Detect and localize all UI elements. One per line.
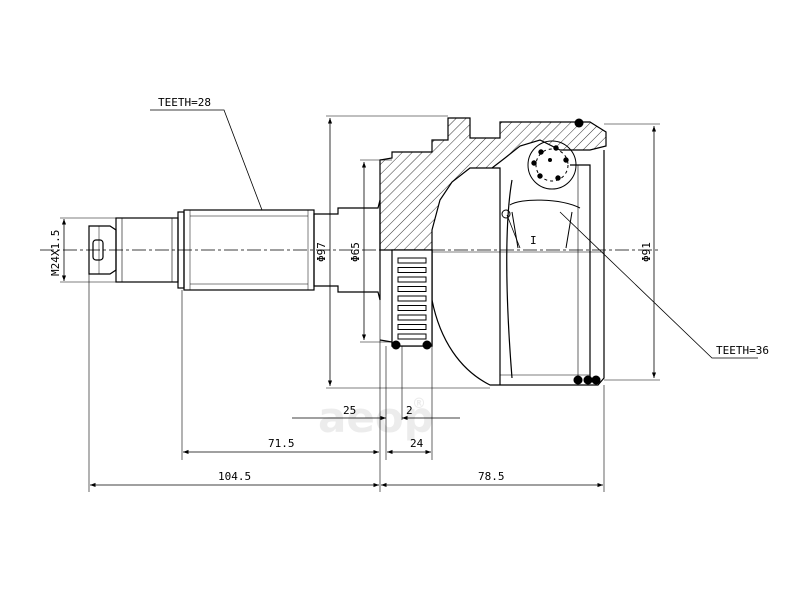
dia-65-label: Φ65 — [349, 242, 362, 262]
inner-race — [501, 140, 581, 249]
dim-25-label: 25 — [343, 404, 356, 417]
seal-balls — [391, 118, 601, 385]
tone-ring-tooth — [397, 324, 427, 330]
watermark-text: aeop — [318, 393, 434, 442]
teeth-36-label: TEETH=36 — [716, 344, 769, 357]
dim-104-5-label: 104.5 — [218, 470, 251, 483]
tone-ring-tooth — [397, 257, 427, 264]
bell-housing-outline — [431, 150, 605, 386]
dim-71-5-label: 71.5 — [268, 437, 295, 450]
watermark: aeop ® — [318, 393, 434, 442]
dim-78-5-label: 78.5 — [478, 470, 505, 483]
watermark-symbol: ® — [412, 396, 426, 412]
abs-tone-ring — [391, 249, 433, 347]
tone-ring-tooth — [397, 286, 427, 292]
leader-lines — [150, 109, 758, 359]
dim-2-label: 2 — [406, 404, 413, 417]
dia-97-label: Φ97 — [315, 242, 328, 262]
thread-label: M24X1.5 — [49, 230, 62, 276]
dim-24-label: 24 — [410, 437, 424, 450]
tone-ring-tooth — [397, 295, 427, 302]
tone-ring-tooth — [397, 276, 427, 283]
dimension-lines — [61, 118, 657, 488]
dia-91-label: Φ91 — [640, 242, 653, 262]
extension-lines — [60, 115, 660, 492]
tone-ring-tooth — [397, 333, 427, 340]
tone-ring-tooth — [397, 305, 427, 311]
tone-ring-tooth — [397, 267, 427, 273]
section-mark-label: I — [530, 234, 537, 247]
tone-ring-tooth — [397, 314, 427, 321]
teeth-28-label: TEETH=28 — [158, 96, 211, 109]
